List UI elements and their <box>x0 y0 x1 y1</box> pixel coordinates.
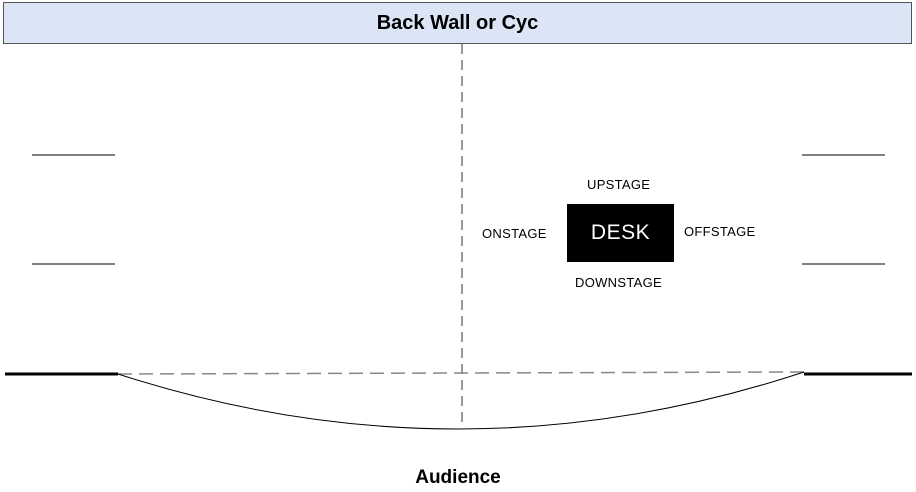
desk-label: DESK <box>590 221 651 244</box>
desk: DESK <box>567 204 674 262</box>
offstage-label: OFFSTAGE <box>684 224 756 239</box>
apron-arc <box>117 371 805 430</box>
downstage-label: DOWNSTAGE <box>575 275 662 290</box>
audience-label: Audience <box>415 467 501 488</box>
upstage-label: UPSTAGE <box>587 177 651 192</box>
back-wall: Back Wall or Cyc <box>3 2 912 44</box>
onstage-label: ONSTAGE <box>482 226 547 241</box>
curtain-line <box>117 371 805 375</box>
back-wall-label: Back Wall or Cyc <box>376 11 539 34</box>
